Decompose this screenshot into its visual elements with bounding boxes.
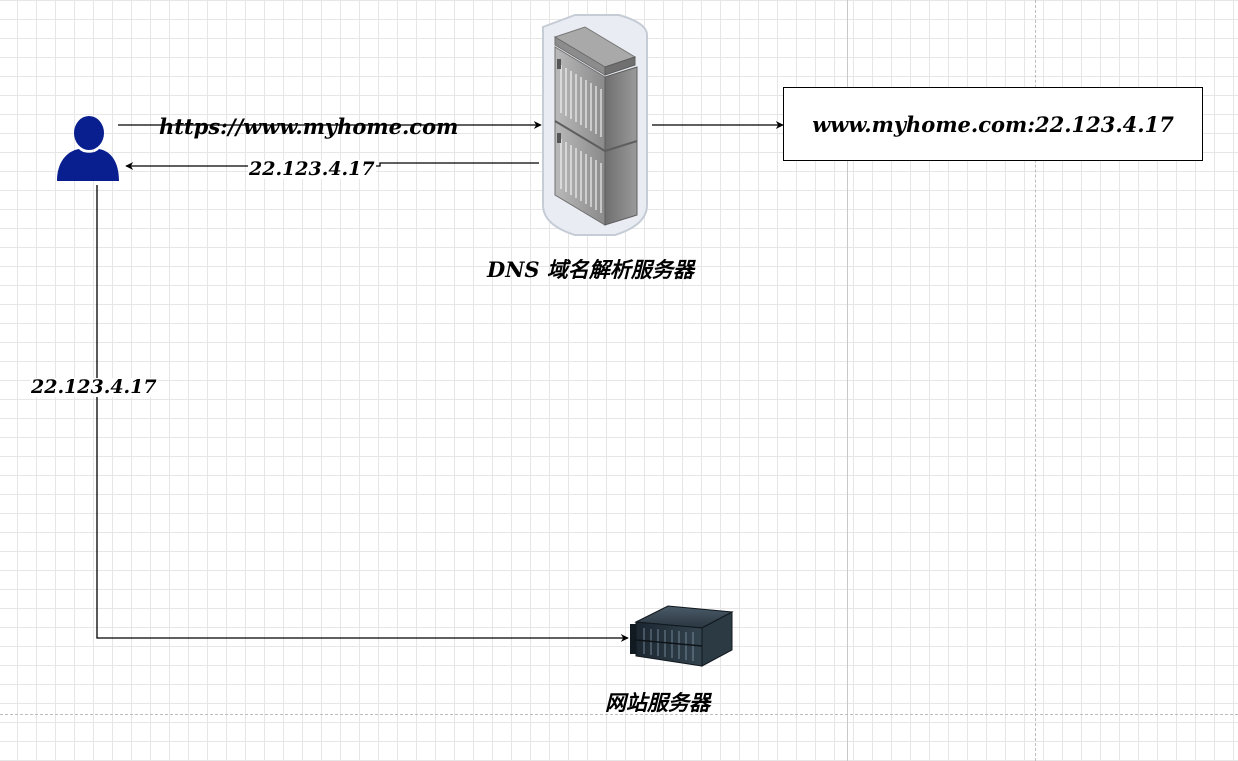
rack-server-icon[interactable]	[539, 13, 651, 237]
reply-edge-label: 22.123.4.17	[248, 158, 376, 180]
web-server-label: 网站服务器	[605, 690, 710, 715]
dns-record-box[interactable]: www.myhome.com:22.123.4.17	[783, 87, 1203, 161]
page-break-line	[0, 714, 1238, 715]
blade-server-icon[interactable]	[628, 600, 738, 672]
user-icon[interactable]	[55, 114, 119, 182]
visit-edge[interactable]	[96, 185, 629, 642]
request-edge-label: https://www.myhome.com	[159, 114, 459, 139]
dns-record-text: www.myhome.com:22.123.4.17	[812, 111, 1174, 137]
page-break-line	[1035, 0, 1036, 761]
visit-edge-label: 22.123.4.17	[30, 376, 158, 398]
dns-server-label: DNS 域名解析服务器	[487, 257, 694, 282]
page-break-line	[847, 0, 848, 761]
